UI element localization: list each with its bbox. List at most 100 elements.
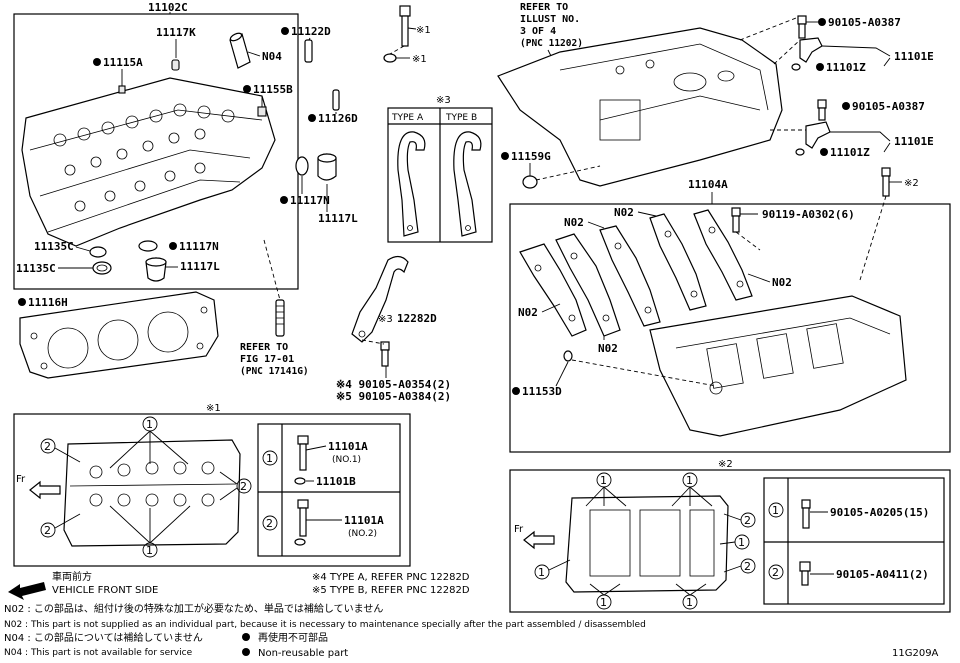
bolt-90119-shape <box>731 207 741 233</box>
label-N02-4[interactable]: N02 <box>598 342 618 355</box>
svg-text:1: 1 <box>146 544 153 557</box>
svg-text:1: 1 <box>266 452 273 465</box>
svg-text:2: 2 <box>240 480 247 493</box>
cylinder-head-frame <box>13 13 299 290</box>
label-11117N-a[interactable]: 11117N <box>290 194 330 207</box>
label-11101Z-b[interactable]: 11101Z <box>830 146 870 159</box>
head-top-view-shape <box>63 439 241 547</box>
type-a-label: TYPE A <box>391 113 424 123</box>
head-gasket-shape <box>19 291 219 379</box>
label-90119-A0302[interactable]: 90119-A0302(6) <box>762 208 855 221</box>
part-11117L-a-shape <box>317 153 337 181</box>
label-90105-A0387-a[interactable]: 90105-A0387 <box>828 16 901 29</box>
label-11101E-b[interactable]: 11101E <box>894 135 934 148</box>
part-N04-shape <box>229 32 251 69</box>
part-11101E-a-shape <box>799 37 823 63</box>
label-11153D[interactable]: 11153D <box>522 385 562 398</box>
part-11159G-shape <box>522 175 538 189</box>
cam-bolt-detail-frame <box>509 469 951 613</box>
mark-1-a: ※1 <box>416 25 431 36</box>
bolt-11101A-2-shape <box>297 499 309 537</box>
label-12282D[interactable]: 12282D <box>397 312 437 325</box>
non-reusable-bullet-icon <box>242 633 250 641</box>
label-90105-A0411[interactable]: 90105-A0411(2) <box>836 568 929 581</box>
type-note-a: ※4 TYPE A, REFER PNC 12282D <box>312 572 470 583</box>
label-11115A[interactable]: 11115A <box>103 56 143 69</box>
label-11101E-a[interactable]: 11101E <box>894 50 934 63</box>
note-n04-en: N04 : This part is not available for ser… <box>4 648 193 658</box>
bolt-90105-A0205-shape <box>801 499 811 529</box>
label-90105-A0384[interactable]: ※5 90105-A0384(2) <box>336 390 451 403</box>
legend-jp: 再使用不可部品 <box>258 631 328 644</box>
diagram-code: 11G209A <box>892 648 939 659</box>
stud-bolt-shape <box>275 299 285 337</box>
mark-1-b: ※1 <box>412 54 427 65</box>
bolt-mark2-shape <box>881 167 891 197</box>
callouts-box2: 1 1 1 1 1 1 2 2 <box>534 472 756 610</box>
label-11104A[interactable]: 11104A <box>688 178 728 191</box>
label-N02-5[interactable]: N02 <box>772 276 792 289</box>
mark-3-title: ※3 <box>436 95 451 106</box>
cylinder-head-illustration <box>21 77 276 247</box>
part-11117L-b-shape <box>145 257 167 282</box>
svg-text:2: 2 <box>266 517 273 530</box>
label-11101B[interactable]: 11101B <box>316 475 356 488</box>
bolt-90105-A0387-b-shape <box>817 99 827 121</box>
part-11117N-a-shape <box>295 156 309 176</box>
label-11135C-b[interactable]: 11135C <box>16 262 56 275</box>
label-11117L-a[interactable]: 11117L <box>318 212 358 225</box>
type-note-b: ※5 TYPE B, REFER PNC 12282D <box>312 585 470 596</box>
label-11117N-b[interactable]: 11117N <box>179 240 219 253</box>
note-n04-jp: N04 : この部品については補給していません <box>4 631 203 644</box>
svg-text:1: 1 <box>772 504 779 517</box>
label-11116H[interactable]: 11116H <box>28 296 68 309</box>
label-11126D[interactable]: 11126D <box>318 112 358 125</box>
cylinder-head-cover-shape <box>497 27 783 187</box>
head-bolt-detail-frame <box>13 413 411 567</box>
label-N02-2[interactable]: N02 <box>614 206 634 219</box>
svg-text:1: 1 <box>686 596 693 609</box>
part-11153D-shape <box>563 350 573 362</box>
label-90105-A0354[interactable]: ※4 90105-A0354(2) <box>336 378 451 391</box>
label-11101A-no2[interactable]: 11101A <box>344 514 384 527</box>
part-11122D-shape <box>304 39 313 63</box>
svg-text:1: 1 <box>600 474 607 487</box>
label-11159G[interactable]: 11159G <box>511 150 551 163</box>
label-N02-1[interactable]: N02 <box>564 216 584 229</box>
refer-illust-line-3: 3 OF 4 <box>520 26 556 37</box>
svg-text:2: 2 <box>772 566 779 579</box>
label-11101A-no1[interactable]: 11101A <box>328 440 368 453</box>
svg-text:1: 1 <box>538 566 545 579</box>
note-n02-jp: N02 : この部品は、組付け後の特殊な加工が必要なため、単品では補給していませ… <box>4 602 383 615</box>
label-11135C-a[interactable]: 11135C <box>34 240 74 253</box>
legend-en: Non-reusable part <box>258 648 348 659</box>
bolt-11101A-1-shape <box>297 435 309 471</box>
label-90105-A0205[interactable]: 90105-A0205(15) <box>830 506 929 519</box>
cam-housing-shape <box>649 295 907 437</box>
label-90105-A0387-b[interactable]: 90105-A0387 <box>852 100 925 113</box>
part-11135C-b-shape <box>92 261 112 275</box>
part-12282D-shape <box>351 255 409 343</box>
part-11101Z-b-shape <box>795 148 805 156</box>
label-11101A-no2-sub: (NO.2) <box>348 529 377 539</box>
bolt-90105-A0411-shape <box>799 561 811 586</box>
label-11117L-b[interactable]: 11117L <box>180 260 220 273</box>
label-N02-3[interactable]: N02 <box>518 306 538 319</box>
label-11155B[interactable]: 11155B <box>253 83 293 96</box>
refer-fig-line-3: (PNC 17141G) <box>240 366 309 377</box>
label-11122D[interactable]: 11122D <box>291 25 331 38</box>
label-11101Z-a[interactable]: 11101Z <box>826 61 866 74</box>
svg-text:2: 2 <box>744 514 751 527</box>
vehicle-front-en: VEHICLE FRONT SIDE <box>52 585 158 596</box>
svg-text:1: 1 <box>600 596 607 609</box>
label-11117K[interactable]: 11117K <box>156 26 196 39</box>
label-11102C[interactable]: 11102C <box>148 1 188 14</box>
part-11126D-shape <box>332 89 340 111</box>
label-N04[interactable]: N04 <box>262 50 282 63</box>
svg-text:2: 2 <box>744 560 751 573</box>
refer-illust-line-2: ILLUST NO. <box>520 14 580 25</box>
refer-fig-line-1: REFER TO <box>240 342 288 353</box>
part-11101Z-a-shape <box>791 63 801 71</box>
box1-title: ※1 <box>206 403 221 414</box>
